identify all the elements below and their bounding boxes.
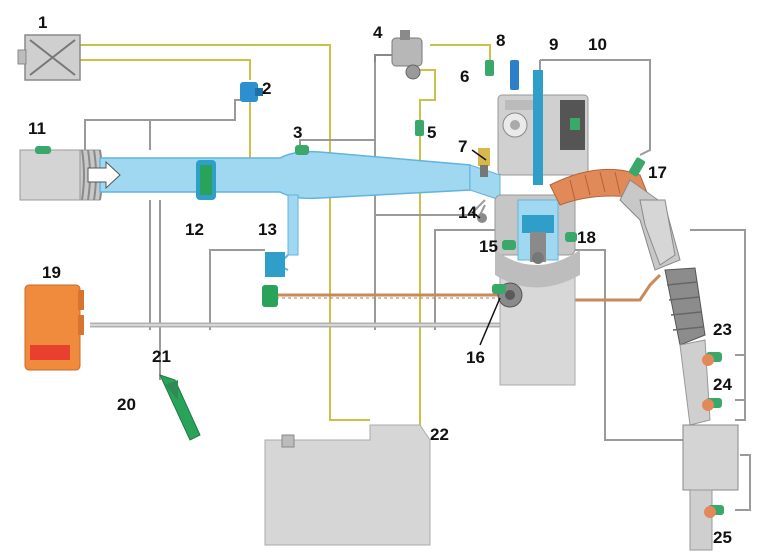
wiring-harness — [80, 44, 751, 511]
egr-valve-13 — [262, 252, 285, 307]
fuel-pump-icon — [374, 30, 423, 80]
turbocharger-icon — [639, 199, 676, 266]
sensor-10 — [570, 118, 580, 130]
catalytic-converter-icon — [682, 424, 739, 491]
label-8: 8 — [496, 31, 505, 50]
injector-8 — [510, 60, 519, 90]
sensor-3 — [295, 145, 309, 155]
label-4: 4 — [373, 23, 383, 42]
sensor-17 — [628, 157, 646, 177]
label-9: 9 — [549, 35, 558, 54]
sensor-5 — [415, 120, 424, 136]
label-24: 24 — [713, 375, 732, 394]
label-10: 10 — [588, 35, 607, 54]
callout-labels: 1 2 3 4 5 6 7 8 9 10 11 12 13 14 15 16 1… — [28, 13, 732, 547]
label-11: 11 — [28, 119, 46, 138]
label-25: 25 — [713, 528, 732, 547]
label-20: 20 — [117, 395, 136, 414]
label-14: 14 — [458, 203, 477, 222]
label-21: 21 — [152, 347, 171, 366]
accelerator-pedal-icon — [159, 374, 201, 441]
label-7: 7 — [458, 137, 467, 156]
sensor-15 — [502, 240, 516, 250]
sensor-6 — [485, 60, 494, 76]
air-filter-icon — [17, 34, 81, 81]
sensor-11 — [35, 146, 51, 154]
intake-manifold — [19, 149, 501, 271]
label-12: 12 — [185, 220, 204, 239]
label-13: 13 — [258, 220, 277, 239]
vacuum-valve-icon — [240, 82, 263, 102]
label-19: 19 — [42, 263, 61, 282]
mass-airflow-sensor-icon — [196, 160, 216, 200]
sensor-14 — [477, 213, 487, 223]
ecu-icon — [24, 284, 84, 371]
label-22: 22 — [430, 425, 449, 444]
label-2: 2 — [262, 79, 271, 98]
label-5: 5 — [427, 123, 436, 142]
leader-16 — [479, 297, 501, 346]
label-6: 6 — [460, 67, 469, 86]
label-1: 1 — [38, 13, 47, 32]
label-15: 15 — [479, 237, 498, 256]
sensor-16 — [492, 284, 506, 294]
label-16: 16 — [466, 348, 485, 367]
leader-7 — [471, 149, 487, 161]
leader-14 — [471, 211, 481, 219]
sensor-18 — [565, 232, 577, 242]
exhaust-system — [549, 168, 739, 551]
label-3: 3 — [293, 123, 302, 142]
label-17: 17 — [648, 163, 667, 182]
injector-9 — [533, 70, 543, 185]
label-23: 23 — [713, 320, 732, 339]
sensor-7 — [478, 148, 490, 177]
label-18: 18 — [577, 228, 596, 247]
fuel-tank-icon — [264, 424, 431, 546]
